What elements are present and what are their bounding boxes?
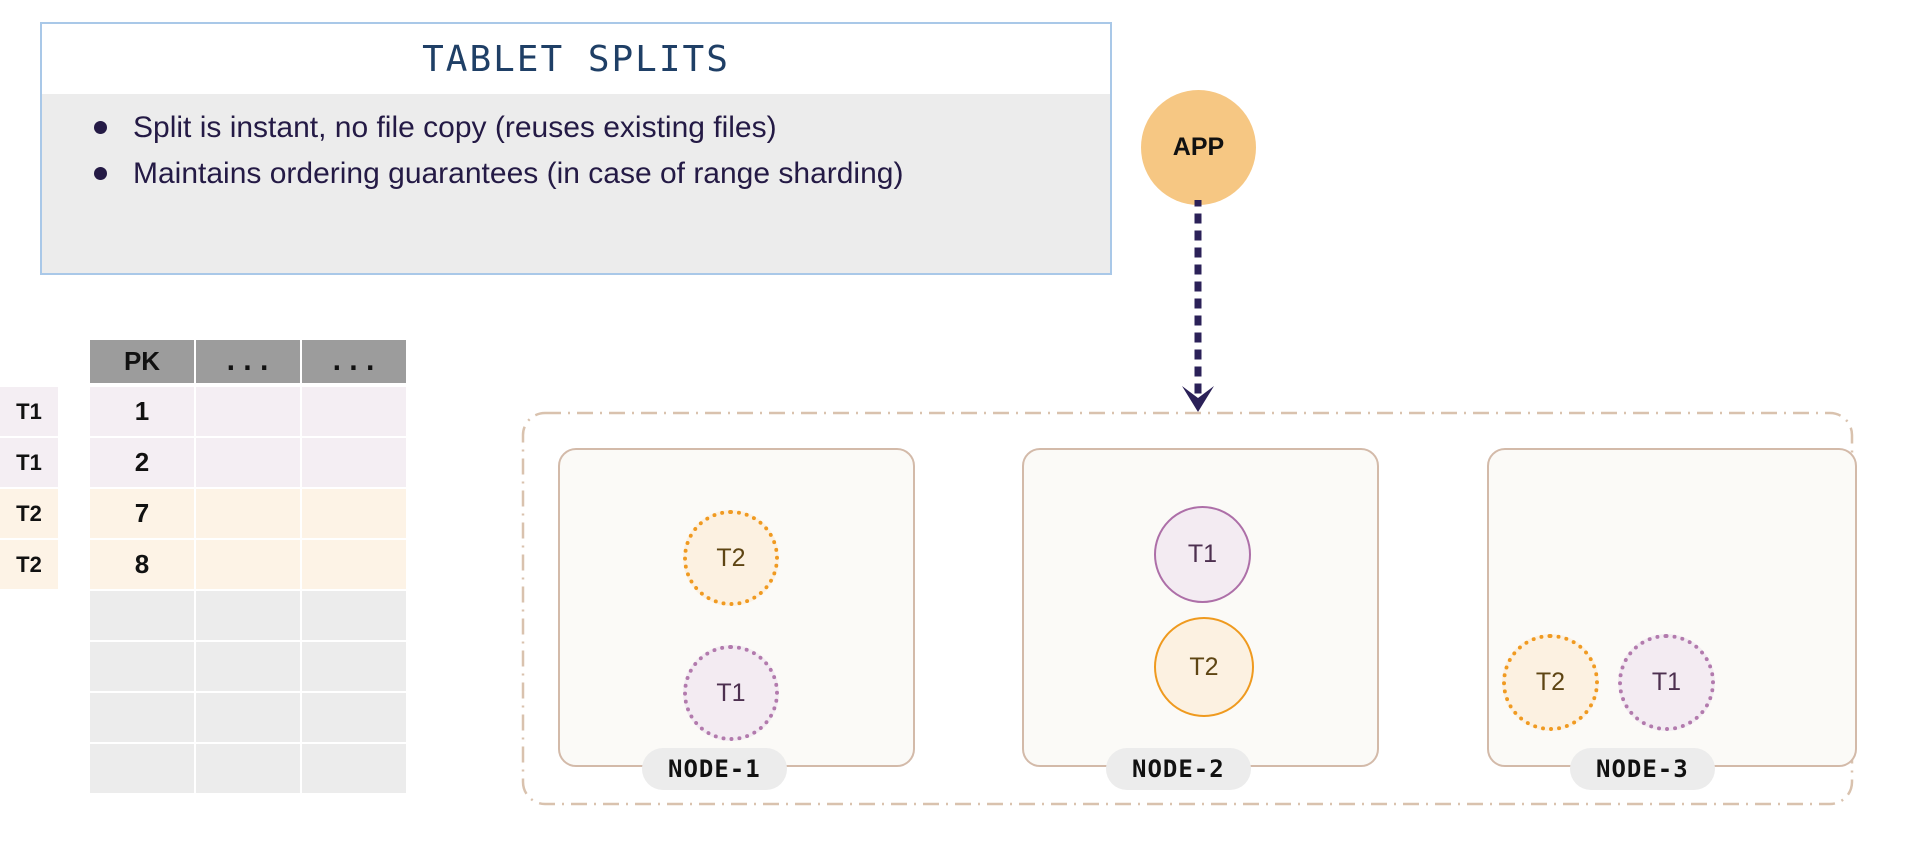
row-tablet-tag xyxy=(0,591,58,640)
cell-c2 xyxy=(196,693,300,742)
cell-c3 xyxy=(302,540,406,589)
cell-c3 xyxy=(302,387,406,436)
node-box-1: T2 T1 xyxy=(558,448,915,767)
cell-pk: 2 xyxy=(90,438,194,487)
app-to-cluster-arrow-icon xyxy=(1182,200,1214,412)
callout-bullet-item: Maintains ordering guarantees (in case o… xyxy=(68,152,1084,196)
app-node: APP xyxy=(1141,90,1256,205)
node-label-2: NODE-2 xyxy=(1106,748,1251,790)
callout-body: Split is instant, no file copy (reuses e… xyxy=(42,94,1110,273)
row-tablet-tag: T2 xyxy=(0,540,58,589)
tablet-t2-node1: T2 xyxy=(683,510,779,606)
bullet-dot-icon xyxy=(94,121,107,134)
cell-c2 xyxy=(196,642,300,691)
table-row xyxy=(0,642,440,691)
row-tablet-tag: T2 xyxy=(0,489,58,538)
table-row: T1 1 xyxy=(0,387,440,436)
cell-pk: 8 xyxy=(90,540,194,589)
tablet-splits-callout: TABLET SPLITS Split is instant, no file … xyxy=(40,22,1112,275)
cell-c2 xyxy=(196,744,300,793)
cell-c2 xyxy=(196,540,300,589)
node-label-1: NODE-1 xyxy=(642,748,787,790)
row-tablet-tag: T1 xyxy=(0,438,58,487)
node-box-3: T2 T1 xyxy=(1487,448,1857,767)
column-header-pk: PK xyxy=(90,340,194,383)
cell-c2 xyxy=(196,489,300,538)
app-label: APP xyxy=(1172,133,1225,161)
table-row xyxy=(0,693,440,742)
cell-pk: 7 xyxy=(90,489,194,538)
cell-c3 xyxy=(302,489,406,538)
tablet-label: T1 xyxy=(1651,668,1682,696)
cell-c3 xyxy=(302,642,406,691)
column-header-3: ... xyxy=(302,340,406,383)
cell-pk: 1 xyxy=(90,387,194,436)
row-tablet-tag: T1 xyxy=(0,387,58,436)
tablet-t2-node3: T2 xyxy=(1502,634,1599,731)
table-row: T1 2 xyxy=(0,438,440,487)
table-row xyxy=(0,744,440,793)
tablet-label: T1 xyxy=(716,678,746,707)
node-box-2: T1 T2 xyxy=(1022,448,1379,767)
column-header-2: ... xyxy=(196,340,300,383)
tablet-t2-node2: T2 xyxy=(1154,617,1254,717)
row-tablet-tag xyxy=(0,693,58,742)
table-row: T2 8 xyxy=(0,540,440,589)
tag-cell-spacer xyxy=(0,340,58,385)
cell-c3 xyxy=(302,744,406,793)
table-row: T2 7 xyxy=(0,489,440,538)
cell-pk xyxy=(90,693,194,742)
tablet-t1-node2: T1 xyxy=(1154,506,1251,603)
row-tablet-tag xyxy=(0,642,58,691)
cell-pk xyxy=(90,591,194,640)
table-header-row: PK ... ... xyxy=(0,340,440,385)
bullet-dot-icon xyxy=(94,167,107,181)
row-tablet-tag xyxy=(0,744,58,793)
cell-c3 xyxy=(302,591,406,640)
cell-c3 xyxy=(302,438,406,487)
tablet-label: T2 xyxy=(716,543,746,572)
cell-c3 xyxy=(302,693,406,742)
tablet-label: T1 xyxy=(1187,540,1218,568)
cell-c2 xyxy=(196,591,300,640)
tablet-label: T2 xyxy=(1189,652,1219,681)
callout-bullet-item: Split is instant, no file copy (reuses e… xyxy=(68,106,1084,150)
callout-bullet-text: Maintains ordering guarantees (in case o… xyxy=(133,157,904,191)
cell-pk xyxy=(90,744,194,793)
tablet-label: T2 xyxy=(1535,668,1566,696)
callout-title: TABLET SPLITS xyxy=(42,24,1110,94)
node-label-3: NODE-3 xyxy=(1570,748,1715,790)
cell-pk xyxy=(90,642,194,691)
cell-c2 xyxy=(196,438,300,487)
tablet-t1-node3: T1 xyxy=(1618,634,1715,731)
tablet-t1-node1: T1 xyxy=(683,645,779,741)
primary-key-table: PK ... ... T1 1 T1 2 T2 7 T2 8 xyxy=(0,340,440,820)
table-row xyxy=(0,591,440,640)
cell-c2 xyxy=(196,387,300,436)
callout-bullet-text: Split is instant, no file copy (reuses e… xyxy=(133,111,777,144)
